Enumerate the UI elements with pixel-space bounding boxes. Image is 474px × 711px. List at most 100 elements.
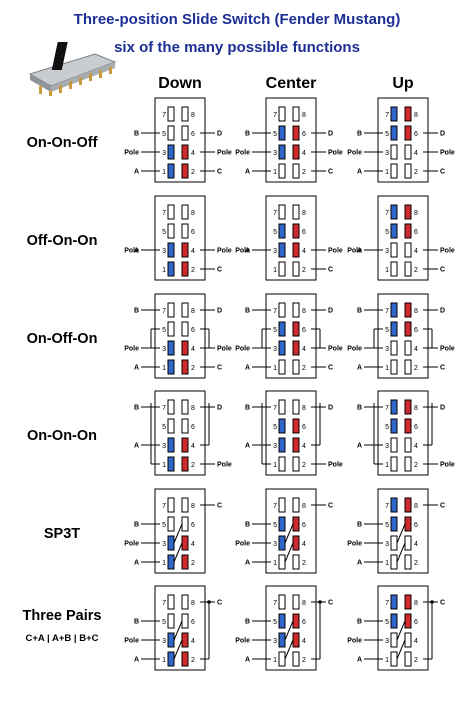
switch-body (377, 390, 429, 476)
contact-number-4: 4 (191, 346, 195, 353)
terminal-label-c: C (328, 365, 333, 372)
contact-6 (292, 418, 300, 434)
terminal-label-pole: Pole (124, 150, 139, 157)
contact-6 (404, 516, 412, 532)
switch-body (265, 488, 317, 574)
contact-1 (167, 261, 175, 277)
contact-8 (292, 106, 300, 122)
contact-8 (404, 497, 412, 513)
contact-5 (390, 223, 398, 239)
contact-number-6: 6 (302, 327, 306, 334)
contact-number-2: 2 (191, 169, 195, 176)
contact-number-1: 1 (273, 560, 277, 567)
contact-2 (404, 554, 412, 570)
contact-number-3: 3 (385, 150, 389, 157)
contact-7 (390, 106, 398, 122)
contact-number-3: 3 (385, 541, 389, 548)
contact-6 (181, 418, 189, 434)
contact-number-3: 3 (385, 346, 389, 353)
terminal-label-pole: Pole (347, 248, 362, 255)
contact-number-5: 5 (385, 327, 389, 334)
slide-switch-photo (28, 42, 117, 96)
contact-number-8: 8 (302, 600, 306, 607)
contact-2 (181, 456, 189, 472)
contact-3 (278, 242, 286, 258)
contact-number-4: 4 (414, 248, 418, 255)
contact-number-6: 6 (414, 131, 418, 138)
contact-8 (181, 594, 189, 610)
contact-number-8: 8 (414, 405, 418, 412)
contact-1 (390, 554, 398, 570)
contact-number-4: 4 (191, 248, 195, 255)
contact-6 (404, 223, 412, 239)
contact-1 (390, 456, 398, 472)
terminal-label-pole: Pole (328, 150, 343, 157)
contact-7 (390, 594, 398, 610)
contact-6 (292, 321, 300, 337)
contact-7 (167, 497, 175, 513)
contact-number-4: 4 (414, 346, 418, 353)
contact-number-3: 3 (273, 541, 277, 548)
contact-1 (278, 261, 286, 277)
contact-1 (278, 554, 286, 570)
contact-number-5: 5 (273, 522, 277, 529)
contact-number-3: 3 (385, 443, 389, 450)
contact-number-2: 2 (414, 462, 418, 469)
contact-6 (181, 613, 189, 629)
contact-number-1: 1 (385, 560, 389, 567)
contact-2 (404, 456, 412, 472)
contact-number-5: 5 (273, 229, 277, 236)
terminal-label-c: C (440, 600, 445, 607)
contact-number-6: 6 (302, 522, 306, 529)
junction-dot (207, 600, 211, 604)
terminal-label-a: A (245, 657, 250, 664)
contact-1 (278, 651, 286, 667)
terminal-label-c: C (328, 503, 333, 510)
contact-7 (167, 399, 175, 415)
contact-number-2: 2 (191, 267, 195, 274)
contact-3 (167, 340, 175, 356)
contact-4 (404, 242, 412, 258)
contact-number-1: 1 (162, 560, 166, 567)
contact-number-7: 7 (162, 210, 166, 217)
terminal-label-c: C (440, 365, 445, 372)
contact-2 (292, 554, 300, 570)
terminal-label-b: B (357, 405, 362, 412)
contact-number-3: 3 (273, 248, 277, 255)
contact-number-2: 2 (414, 169, 418, 176)
contact-4 (292, 340, 300, 356)
switch-body (377, 195, 429, 281)
contact-7 (167, 106, 175, 122)
contact-2 (404, 163, 412, 179)
contact-number-2: 2 (191, 657, 195, 664)
contact-number-8: 8 (191, 112, 195, 119)
contact-1 (167, 163, 175, 179)
contact-3 (278, 144, 286, 160)
contact-1 (278, 359, 286, 375)
terminal-label-a: A (134, 365, 139, 372)
terminal-label-b: B (245, 308, 250, 315)
terminal-label-b: B (134, 308, 139, 315)
terminal-label-pole: Pole (328, 462, 343, 469)
contact-number-2: 2 (302, 365, 306, 372)
terminal-label-pole: Pole (235, 150, 250, 157)
contact-number-3: 3 (162, 150, 166, 157)
contact-4 (292, 242, 300, 258)
contact-3 (167, 632, 175, 648)
terminal-label-d: D (217, 308, 222, 315)
contact-5 (390, 125, 398, 141)
terminal-label-a: A (134, 560, 139, 567)
contact-4 (404, 437, 412, 453)
contact-8 (292, 302, 300, 318)
row-label-off-on-on: Off-On-On (26, 233, 98, 249)
contact-number-7: 7 (385, 405, 389, 412)
contact-number-6: 6 (414, 619, 418, 626)
terminal-label-b: B (134, 131, 139, 138)
diagonal-link (173, 639, 183, 660)
contact-7 (390, 497, 398, 513)
contact-4 (404, 144, 412, 160)
